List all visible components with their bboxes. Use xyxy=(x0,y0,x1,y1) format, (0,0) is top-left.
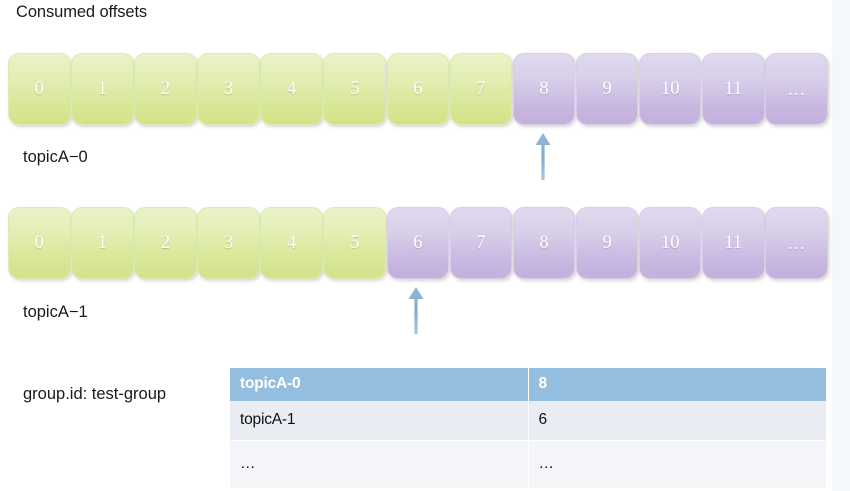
offset-cell-label: 9 xyxy=(602,78,612,99)
offset-cell-label: 3 xyxy=(223,232,234,253)
current-offset-arrow-topicA-1 xyxy=(408,287,424,334)
offset-cell: 11 xyxy=(702,53,765,125)
table-header-row: topicA-0 8 xyxy=(230,368,826,401)
offset-cell: 2 xyxy=(134,53,197,125)
offset-cell-label: 1 xyxy=(97,78,107,99)
offset-cell: 1 xyxy=(71,207,134,279)
offset-cell: 3 xyxy=(197,207,260,279)
offset-cell-label: 11 xyxy=(724,78,743,99)
offset-cell: 9 xyxy=(575,207,639,279)
offset-cell: 0 xyxy=(8,207,71,279)
offset-cell: 11 xyxy=(702,207,765,279)
offset-cell-label: 11 xyxy=(724,232,743,253)
offset-cell: 3 xyxy=(197,53,260,125)
offset-cell: 5 xyxy=(323,207,386,279)
offset-cell-label: 2 xyxy=(160,78,171,99)
table-cell-topic: … xyxy=(230,440,529,489)
offset-cell-label: 0 xyxy=(34,78,44,99)
partition-label-topicA-0: topicA−0 xyxy=(23,148,88,166)
offset-cell: 4 xyxy=(260,207,323,279)
table-header-cell-offset: 8 xyxy=(528,368,826,401)
offset-cell-label: 5 xyxy=(350,78,360,99)
offset-cell: 6 xyxy=(386,53,450,125)
offset-cell-label: 7 xyxy=(476,78,486,99)
offset-cell-label: 4 xyxy=(287,78,297,99)
offset-cell-label: 10 xyxy=(660,78,680,99)
offset-cell: 10 xyxy=(638,207,702,279)
offset-cell: 1 xyxy=(71,53,134,125)
offset-cell-label: 1 xyxy=(97,232,107,253)
offset-cell-label: 6 xyxy=(413,78,423,99)
offset-cell-label: 8 xyxy=(539,78,549,99)
partition-strip-topicA-0: 0 1 2 3 4 5 6 7 8 9 10 11 … xyxy=(8,53,828,125)
offset-cell: … xyxy=(765,207,828,279)
offset-cell-label: 9 xyxy=(602,232,612,253)
partition-strip-topicA-1: 0 1 2 3 4 5 6 7 8 9 10 11 … xyxy=(8,207,828,279)
offset-cell: 0 xyxy=(8,53,71,125)
offset-cell-label: 4 xyxy=(287,232,297,253)
partition-label-topicA-1: topicA−1 xyxy=(23,303,88,321)
offset-cell-label: 7 xyxy=(476,232,486,253)
table-row: …… xyxy=(230,440,826,489)
offset-cell: 2 xyxy=(134,207,197,279)
offset-cell-label: 10 xyxy=(660,232,680,253)
offset-cell: 9 xyxy=(575,53,639,125)
offset-cell-label: … xyxy=(787,79,806,99)
offset-cell-label: … xyxy=(787,233,806,253)
current-offset-arrow-topicA-0 xyxy=(535,133,551,180)
table-cell-offset: … xyxy=(528,440,826,489)
table-cell-topic: topicA-1 xyxy=(230,401,529,441)
table-cell-offset: 6 xyxy=(528,401,826,441)
offset-cell: 8 xyxy=(512,207,576,279)
offset-cell: 7 xyxy=(449,207,513,279)
right-edge-strip xyxy=(832,0,850,491)
offset-cell: 4 xyxy=(260,53,323,125)
offset-cell: … xyxy=(765,53,828,125)
offset-cell: 7 xyxy=(449,53,513,125)
table-header-cell-topic: topicA-0 xyxy=(230,368,529,401)
diagram-title: Consumed offsets xyxy=(16,3,148,21)
offset-cell: 6 xyxy=(386,207,450,279)
offset-cell: 8 xyxy=(512,53,576,125)
offset-cell-label: 3 xyxy=(223,78,234,99)
offset-cell-label: 0 xyxy=(34,232,44,253)
offset-cell: 10 xyxy=(638,53,702,125)
offset-cell-label: 5 xyxy=(350,232,360,253)
offset-cell-label: 6 xyxy=(413,232,423,253)
offset-cell-label: 2 xyxy=(160,232,171,253)
group-id-label: group.id: test-group xyxy=(23,385,167,403)
offset-cell: 5 xyxy=(323,53,386,125)
offset-cell-label: 8 xyxy=(539,232,549,253)
